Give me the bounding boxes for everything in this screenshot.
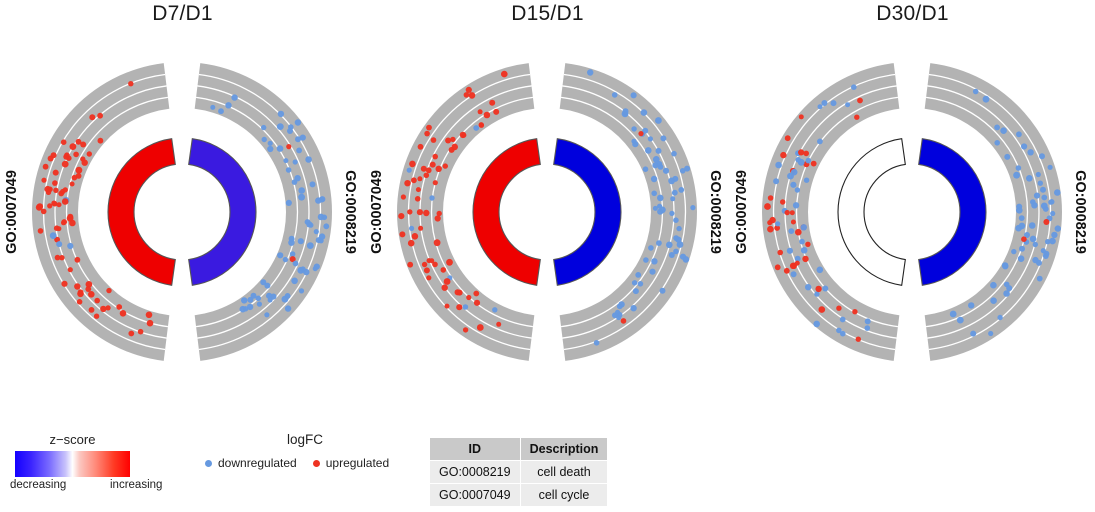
table-row: GO:0007049 cell cycle <box>429 483 609 507</box>
legend-key-label: upregulated <box>325 456 390 470</box>
panel-d15: D15/D1 GO:0007049 GO:0008219 <box>365 0 730 400</box>
axis-label-left: GO:0007049 <box>4 170 20 254</box>
table-cell-description: cell death <box>519 460 609 484</box>
legend-key-upregulated: upregulated <box>312 456 390 470</box>
legend-zscore-title: z−score <box>49 432 96 447</box>
zscore-high-label: increasing <box>110 479 163 491</box>
table-cell-description: cell cycle <box>519 483 609 507</box>
table-row: GO:0008219 cell death <box>429 460 609 484</box>
legend-logfc: logFC downregulated upregulated <box>205 432 405 470</box>
scatter-points-left <box>35 81 154 337</box>
zscore-arc-right <box>918 138 987 286</box>
legend-zscore: z−score decreasing increasing <box>10 432 185 495</box>
table-header-id: ID <box>429 437 521 461</box>
zscore-arc-left <box>837 138 906 286</box>
axis-label-left: GO:0007049 <box>369 170 385 254</box>
zscore-arc-right <box>188 138 257 286</box>
legend-key-downregulated: downregulated <box>205 456 297 470</box>
scatter-track-right <box>194 63 332 361</box>
zscore-arc-right <box>553 138 622 286</box>
scatter-points-left <box>764 84 871 342</box>
panel-title: D15/D1 <box>511 2 584 25</box>
zscore-gradient-bar <box>15 451 130 477</box>
go-circle-plot: GO:0007049 GO:0008219 <box>0 34 365 405</box>
panel-d30: D30/D1 GO:0007049 GO:0008219 <box>730 0 1095 400</box>
legend-key-label: downregulated <box>218 456 297 470</box>
axis-label-left: GO:0007049 <box>734 170 750 254</box>
zscore-arc-left <box>472 138 541 286</box>
scatter-points-right <box>587 69 696 346</box>
upregulated-dot-icon <box>312 459 320 467</box>
zscore-arc-left <box>107 138 176 286</box>
panel-title: D7/D1 <box>152 2 213 25</box>
go-term-table: ID Description GO:0008219 cell death GO:… <box>429 437 609 507</box>
panel-title: D30/D1 <box>876 2 949 25</box>
go-circle-plot: GO:0007049 GO:0008219 <box>730 34 1095 405</box>
go-circle-svg: GO:0007049 GO:0008219 <box>4 63 358 361</box>
legend-logfc-title: logFC <box>286 432 323 447</box>
axis-label-right: GO:0008219 <box>707 170 723 254</box>
table-header-description: Description <box>519 437 609 461</box>
downregulated-dot-icon <box>205 459 212 467</box>
scatter-points-right <box>210 94 330 318</box>
go-circle-svg: GO:0007049 GO:0008219 <box>369 63 723 361</box>
axis-label-right: GO:0008219 <box>1072 170 1088 254</box>
scatter-track-right <box>924 63 1062 361</box>
scatter-track-right <box>559 63 697 361</box>
table-cell-id: GO:0008219 <box>429 460 521 484</box>
go-circle-svg: GO:0007049 GO:0008219 <box>734 63 1088 361</box>
axis-label-right: GO:0008219 <box>342 170 358 254</box>
zscore-low-label: decreasing <box>10 479 67 491</box>
scatter-points-left <box>398 70 508 333</box>
table-cell-id: GO:0007049 <box>429 483 521 507</box>
scatter-points-right <box>949 88 1061 337</box>
table-header-row: ID Description <box>429 437 609 461</box>
go-circle-plot: GO:0007049 GO:0008219 <box>365 34 730 405</box>
panel-d7: D7/D1 GO:0007049 GO:0008219 <box>0 0 365 400</box>
